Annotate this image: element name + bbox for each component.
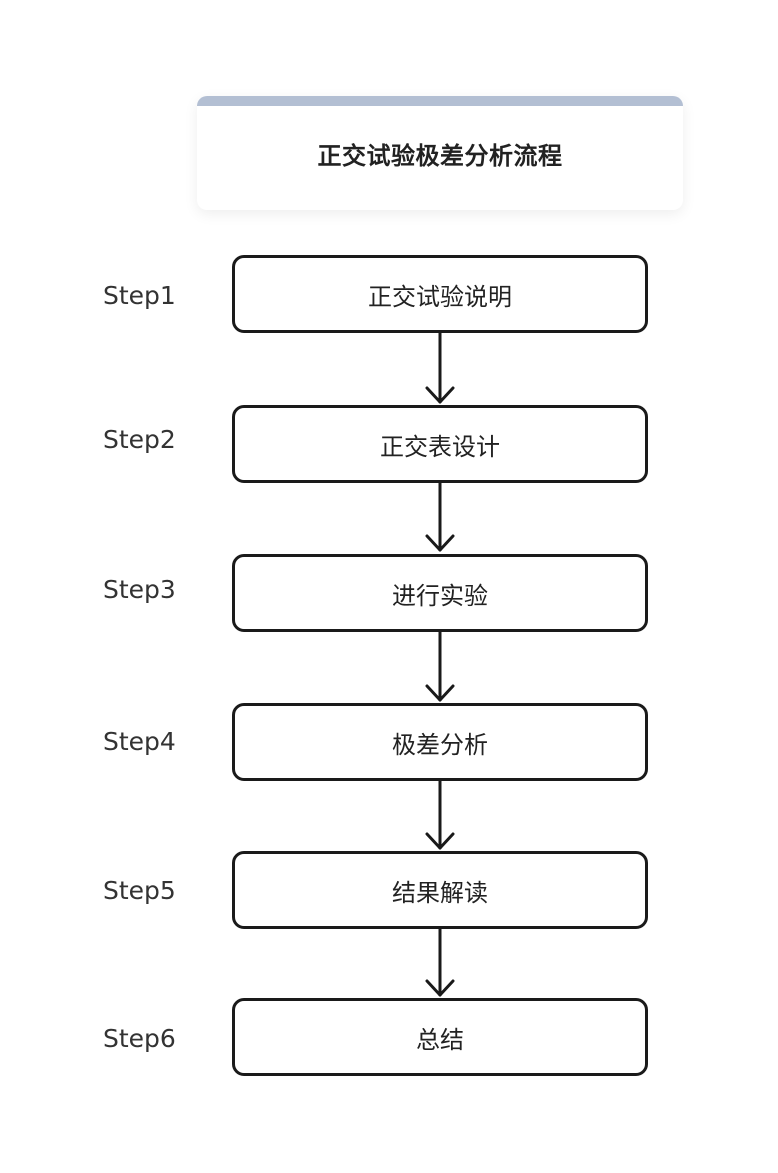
step-box-6: 总结 (232, 998, 648, 1076)
title-card: 正交试验极差分析流程 (197, 96, 683, 210)
diagram-title: 正交试验极差分析流程 (317, 142, 563, 170)
arrow-step5-to-step6 (425, 926, 455, 997)
step-label-3: Step3 (103, 575, 176, 604)
step-box-5: 结果解读 (232, 851, 648, 929)
step-label-6: Step6 (103, 1024, 176, 1053)
step-label-2: Step2 (103, 425, 176, 454)
step-label-5: Step5 (103, 876, 176, 905)
title-accent-bar (197, 96, 683, 106)
step-box-1: 正交试验说明 (232, 255, 648, 333)
step-box-3: 进行实验 (232, 554, 648, 632)
step-label-4: Step4 (103, 727, 176, 756)
arrow-step4-to-step5 (425, 778, 455, 850)
arrow-step3-to-step4 (425, 629, 455, 702)
step-box-4: 极差分析 (232, 703, 648, 781)
step-box-2: 正交表设计 (232, 405, 648, 483)
step-label-1: Step1 (103, 281, 176, 310)
arrow-step1-to-step2 (425, 330, 455, 404)
arrow-step2-to-step3 (425, 480, 455, 552)
